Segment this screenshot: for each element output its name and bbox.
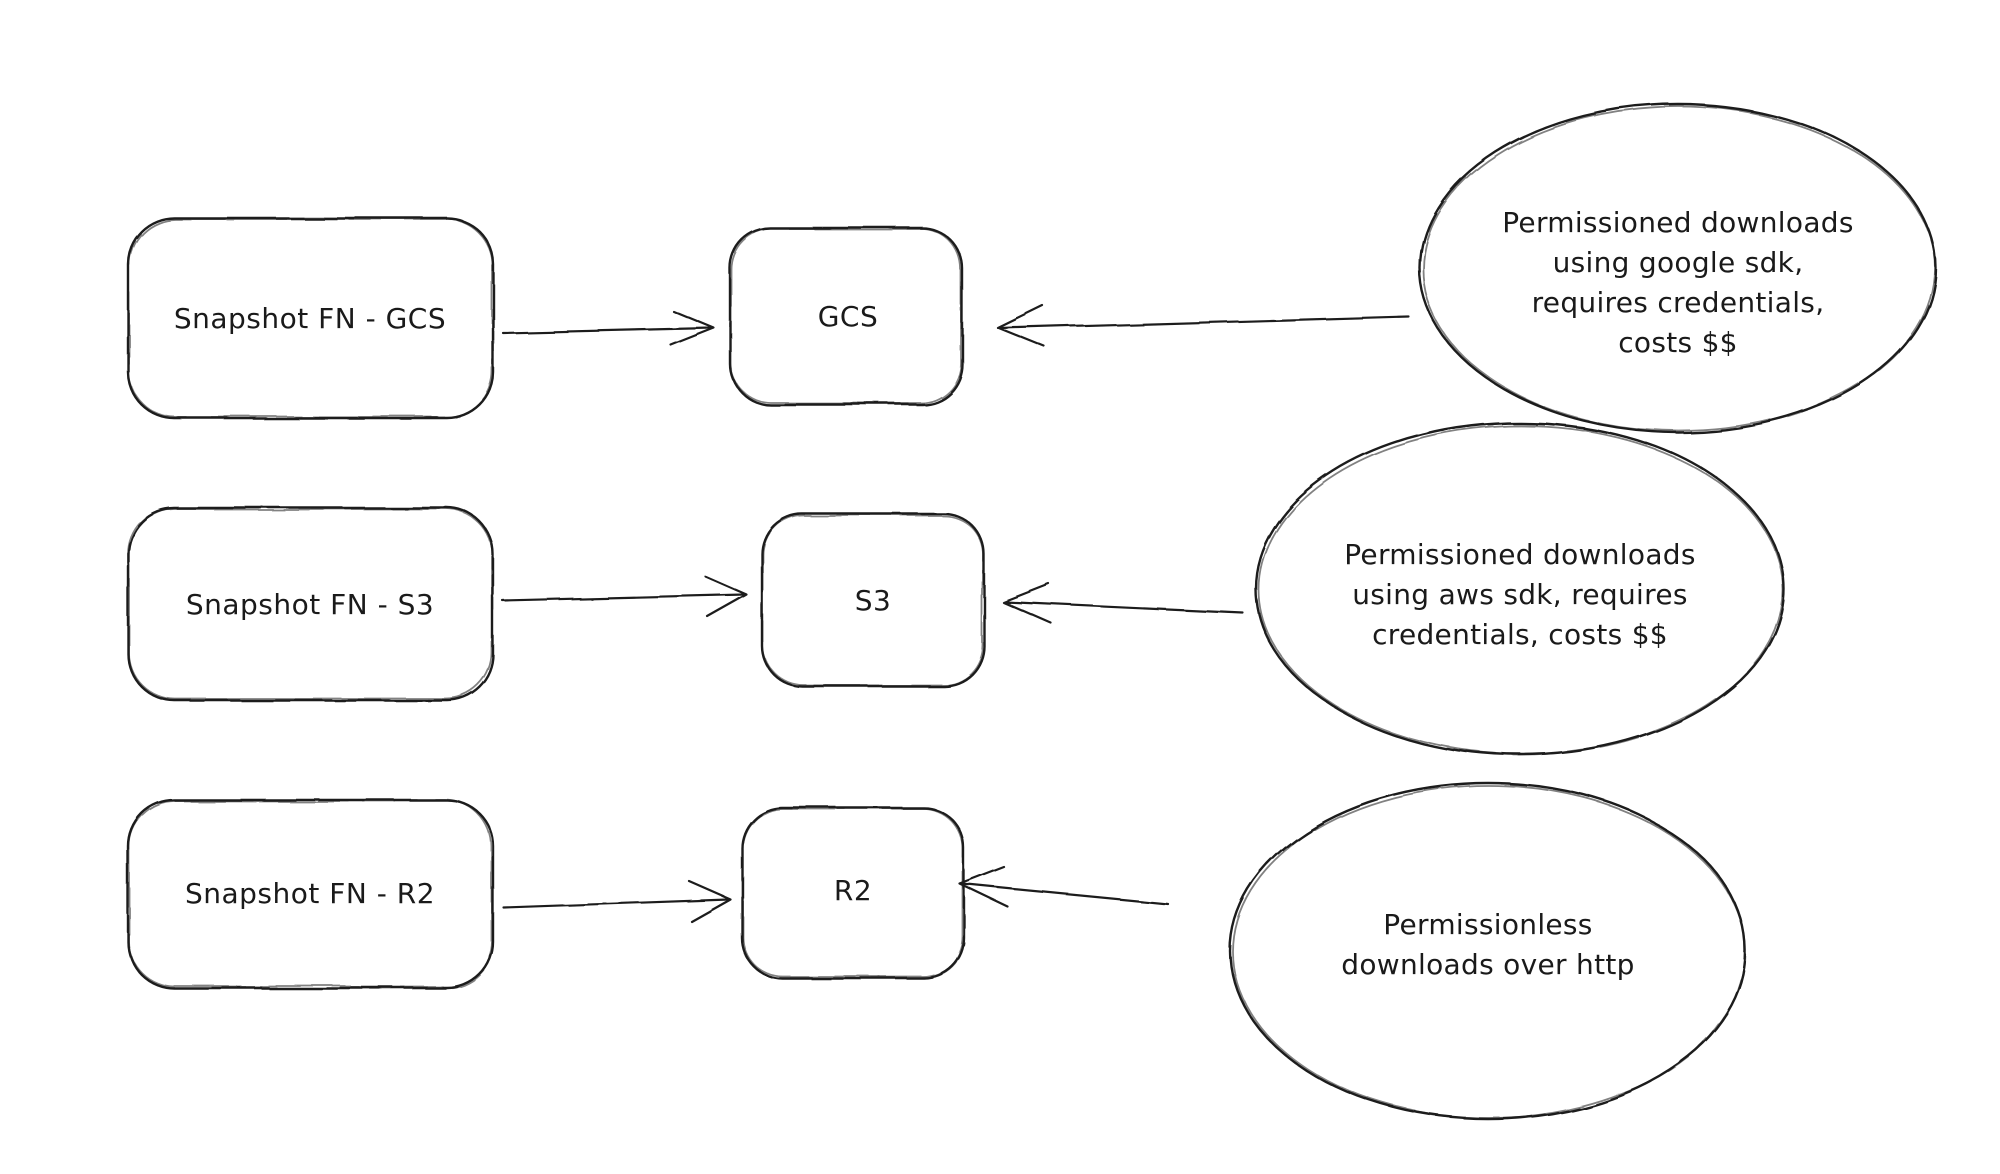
source-node-s3-label: Snapshot FN - S3 (186, 588, 434, 621)
arrow-snapshot-to-s3-line (501, 593, 747, 603)
target-node-r2 (740, 806, 966, 980)
target-node-r2-label: R2 (834, 874, 872, 907)
note-r2-line-2: downloads over http (1341, 948, 1634, 981)
note-ellipse-gcs (1418, 102, 1938, 434)
note-ellipse-gcs-sketch-overdraw (1422, 106, 1936, 432)
flow-row-r2: Snapshot FN - R2 R2 Permissionless downl… (126, 781, 1748, 1121)
arrow-snapshot-to-gcs-head (669, 309, 716, 347)
arrow-note-to-gcs (996, 304, 1410, 349)
arrow-snapshot-to-gcs (501, 309, 716, 347)
arrow-note-to-r2-line (960, 882, 1170, 906)
arrow-snapshot-to-s3-head (704, 575, 749, 619)
arrow-note-to-s3 (1001, 582, 1245, 625)
flow-row-s3: Snapshot FN - S3 S3 Permissioned downloa… (126, 421, 1786, 757)
source-node-gcs-sketch-overdraw (128, 218, 493, 418)
arrow-note-to-gcs-line (998, 314, 1410, 330)
source-node-r2-sketch-overdraw (128, 800, 493, 988)
target-node-s3 (760, 512, 986, 688)
note-ellipse-s3-sketch-overdraw (1258, 425, 1784, 755)
flow-row-gcs: Snapshot FN - GCS GCS Permissioned downl… (126, 102, 1938, 434)
note-s3-line-1: Permissioned downloads (1344, 538, 1696, 571)
arrow-note-to-s3-head (1001, 582, 1053, 625)
target-node-gcs-label: GCS (818, 300, 879, 333)
note-gcs-line-3: requires credentials, (1532, 286, 1825, 319)
note-s3-line-2: using aws sdk, requires (1352, 578, 1688, 611)
target-node-gcs (728, 226, 964, 406)
source-node-r2 (126, 798, 495, 990)
source-node-r2-label: Snapshot FN - R2 (185, 877, 435, 910)
target-node-r2-sketch-overdraw (742, 808, 964, 978)
note-gcs-line-1: Permissioned downloads (1502, 206, 1854, 239)
arrow-snapshot-to-gcs-line (501, 326, 714, 335)
arrow-note-to-gcs-head (996, 304, 1047, 349)
target-node-gcs-sketch-overdraw (730, 228, 962, 404)
arrow-note-to-r2-head (958, 865, 1010, 909)
source-node-gcs (126, 216, 495, 420)
arrow-snapshot-to-r2 (501, 879, 732, 923)
source-node-s3 (126, 506, 495, 702)
note-gcs-line-2: using google sdk, (1553, 246, 1804, 279)
target-node-s3-label: S3 (855, 584, 892, 617)
note-ellipse-s3 (1254, 421, 1786, 757)
note-ellipse-r2 (1228, 781, 1748, 1121)
arrow-note-to-r2 (958, 865, 1170, 909)
source-node-s3-sketch-overdraw (128, 508, 493, 700)
note-ellipse-r2-sketch-overdraw (1232, 785, 1746, 1119)
note-gcs-line-4: costs $$ (1618, 326, 1738, 359)
note-s3-line-3: credentials, costs $$ (1372, 618, 1668, 651)
target-node-s3-sketch-overdraw (762, 514, 984, 686)
arrow-snapshot-to-r2-line (501, 897, 730, 909)
arrow-snapshot-to-s3 (501, 575, 749, 619)
source-node-gcs-label: Snapshot FN - GCS (174, 302, 446, 335)
arrow-note-to-s3-line (1003, 600, 1245, 615)
arrow-snapshot-to-r2-head (687, 879, 732, 923)
note-r2-line-1: Permissionless (1383, 908, 1592, 941)
